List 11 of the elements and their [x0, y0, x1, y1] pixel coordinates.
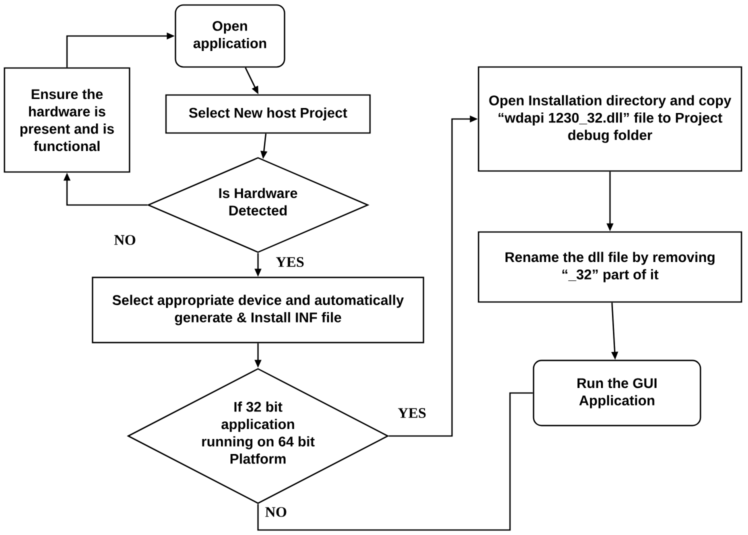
process-box: Ensure the hardware is present and is functional	[4, 67, 130, 173]
edge-label: NO	[264, 506, 288, 518]
terminal-box: Run the GUI Application	[532, 360, 702, 426]
process-box: Select New host Project	[165, 94, 371, 134]
edge-label: YES	[274, 256, 306, 268]
process-box: Open Installation directory and copy “wdapi 1230_32.dll” file to Project debug folder	[478, 66, 742, 172]
process-box: Rename the dll file by removing “_32” part of it	[478, 231, 742, 303]
terminal-box: Open application	[174, 4, 286, 68]
edge-label: NO	[112, 234, 138, 246]
edge-label: YES	[396, 406, 428, 420]
process-box: Select appropriate device and automatically generate & Install INF file	[92, 276, 424, 344]
